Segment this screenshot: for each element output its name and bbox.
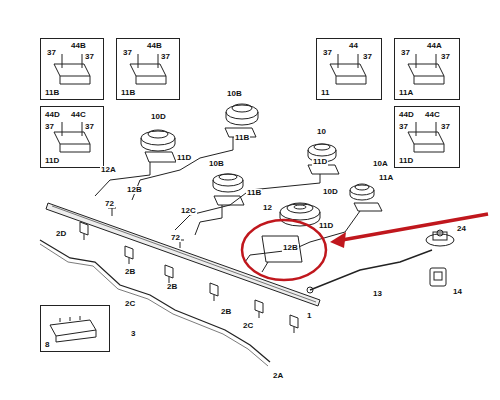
valve-symbol [255,300,263,318]
bracket-symbol [408,64,444,84]
callout-number: 11D [176,154,192,162]
callout-number: 11D [45,157,59,165]
callout-number: 37 [85,123,94,131]
screw-symbol [416,122,436,136]
callout-number: 12B [282,244,299,252]
callout-number: 37 [441,123,450,131]
callout-number: 11B [234,134,250,142]
inset-box: 37 44A 37 11A [394,38,460,100]
callout-number: 37 [45,123,54,131]
bracket-symbol [408,132,444,152]
callout-number: 2C [124,300,136,308]
callout-number: 13 [372,290,383,298]
bracket-symbol [54,64,90,84]
callout-number: 44D [399,111,414,119]
callout-number: 11A [399,89,413,97]
inset-box: 37 44B 37 11B [116,38,180,100]
valve-symbol [125,246,133,264]
callout-number: 11D [318,222,334,230]
inset-box: 37 44B 37 11B [40,38,104,100]
callout-number: 72 [170,234,181,242]
valve-symbol [210,283,218,301]
callout-number: 37 [363,53,372,61]
callout-number: 37 [399,123,408,131]
valve-symbol [165,265,173,283]
callout-number: 44C [71,111,86,119]
bracket-symbol [130,64,166,84]
callout-number: 37 [161,53,170,61]
callout-number: 1 [306,312,312,320]
callout-number: 11B [246,189,262,197]
valve-symbol [290,315,298,333]
callout-number: 10 [316,128,327,136]
callout-number: 10B [226,90,243,98]
screw-symbol [338,54,358,68]
callout-number: 2A [272,372,284,380]
callout-number: 10B [208,160,225,168]
inset-box: 44D3744C3711D [394,106,460,168]
callout-number: 8 [45,341,49,349]
callout-number: 12A [100,166,117,174]
callout-number: 72 [104,200,115,208]
callout-number: 11A [378,174,394,182]
callout-number: 37 [323,49,332,57]
callout-number: 2D [55,230,67,238]
bracket-symbol [54,132,90,152]
callout-number: 44A [427,42,442,50]
callout-number: 44D [45,111,60,119]
callout-number: 11D [399,157,413,165]
callout-number: 37 [123,49,132,57]
callout-number: 44B [147,42,162,50]
callout-number: 44C [425,111,440,119]
callout-number: 2C [242,322,254,330]
callout-number: 3 [130,330,136,338]
callout-number: 10D [150,113,167,121]
callout-number: 37 [85,53,94,61]
callout-number: 2B [124,268,136,276]
screw-symbol [62,122,82,136]
callout-number: 44B [71,42,86,50]
callout-number: 12B [126,186,143,194]
callout-number: 14 [452,288,463,296]
callout-number: 37 [401,49,410,57]
callout-number: 11D [312,158,328,166]
callout-number: 11B [45,89,59,97]
callout-number: 10A [372,160,389,168]
inset-box: 8 [40,305,110,352]
callout-number: 2B [220,308,232,316]
callout-number: 12 [262,204,273,212]
valve-symbol [80,222,88,240]
callout-number: 2B [166,283,178,291]
screw-symbol [416,54,436,68]
callout-number: 12C [180,207,197,215]
callout-number: 37 [441,53,450,61]
inset-box: 37 44 37 11 [316,38,382,100]
inset-box: 44D 37 44C 37 11D [40,106,104,168]
screw-symbol [138,54,158,68]
callout-number: 37 [47,49,56,57]
bracket-symbol [330,64,366,84]
callout-number: 10D [322,188,339,196]
callout-number: 11B [121,89,135,97]
callout-number: 44 [349,42,358,50]
callout-number: 24 [456,225,467,233]
callout-number: 11 [321,89,329,97]
screw-symbol [62,54,82,68]
